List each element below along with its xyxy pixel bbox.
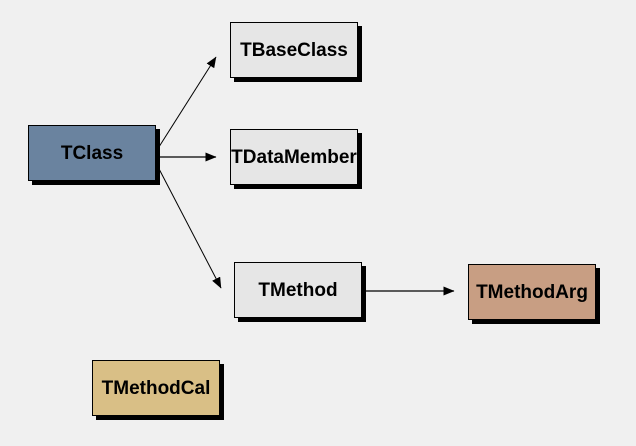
node-tmethod[interactable]: TMethod <box>234 262 362 318</box>
node-tbaseclass[interactable]: TBaseClass <box>230 22 358 78</box>
node-tclass[interactable]: TClass <box>28 125 156 181</box>
node-tdatamember-label: TDataMember <box>231 146 357 168</box>
node-tmethodcall-label: TMethodCal <box>101 377 211 399</box>
node-tdatamember[interactable]: TDataMember <box>230 129 358 185</box>
edge-tclass-to-tmethod <box>156 164 222 289</box>
node-tmethodarg-label: TMethodArg <box>476 281 588 303</box>
edge-tclass-to-tbaseclass <box>156 56 217 151</box>
node-tbaseclass-label: TBaseClass <box>240 39 348 61</box>
node-tmethodarg[interactable]: TMethodArg <box>468 264 596 320</box>
node-tclass-label: TClass <box>60 142 124 164</box>
node-tmethodcall[interactable]: TMethodCal <box>92 360 220 416</box>
node-tmethod-label: TMethod <box>258 279 338 301</box>
